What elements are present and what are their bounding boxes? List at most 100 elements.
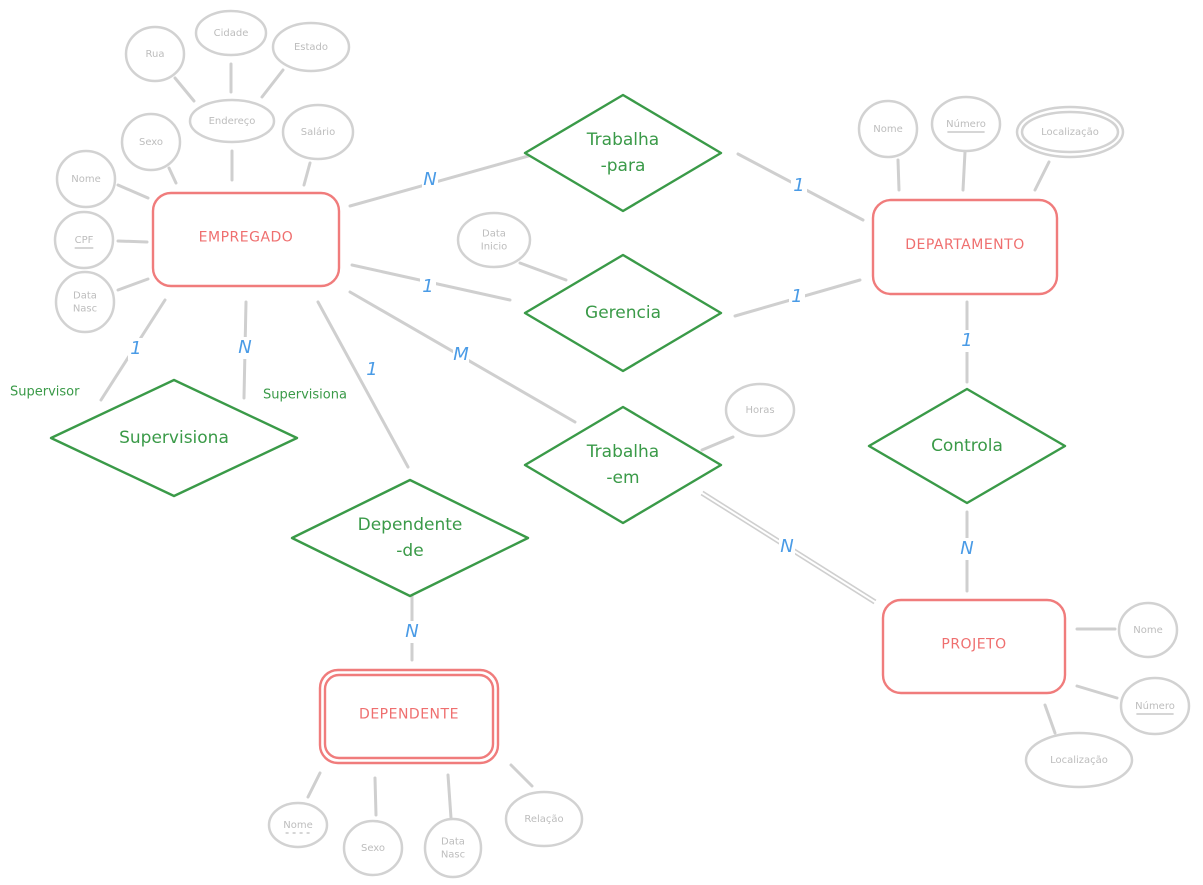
attribute-ellipse (724, 382, 796, 438)
cardinality-label: 1 (791, 286, 802, 307)
entity-label: DEPARTAMENTO (905, 237, 1024, 253)
cardinality-emp-trabalha-em: M (453, 344, 469, 366)
attribute-emp-endereco[interactable]: Endereço (188, 98, 276, 144)
cardinality-background (791, 175, 807, 197)
connector-line (1033, 160, 1051, 192)
relationship-controla[interactable]: Controla (867, 387, 1067, 505)
relationship-label: Trabalha (586, 442, 659, 462)
attribute-label: Cidade (214, 28, 249, 39)
attribute-ellipse (342, 819, 404, 877)
connector-line (961, 150, 967, 192)
attribute-ellipse (857, 99, 919, 159)
entity-empregado[interactable]: EMPREGADO (151, 191, 341, 288)
relationship-dependente-de[interactable]: Dependente-de (290, 478, 530, 598)
cardinality-dep-gerencia: 1 (789, 286, 805, 308)
attribute-label: Nome (1133, 625, 1163, 636)
attribute-ellipse (188, 98, 276, 144)
attribute-emp-rua[interactable]: Rua (124, 25, 186, 83)
attribute-dep-nome[interactable]: Nome (857, 99, 919, 159)
attribute-ellipse (423, 817, 483, 879)
role-label-role-supervisiona: Supervisiona (263, 388, 347, 403)
cardinality-label: 1 (793, 175, 804, 196)
attribute-label: Horas (745, 405, 774, 416)
attribute-label: Sexo (139, 137, 163, 148)
attribute-emp-estado[interactable]: Estado (271, 21, 351, 73)
relationship-label: -de (396, 541, 423, 561)
relationship-supervisiona[interactable]: Supervisiona (49, 378, 299, 498)
cardinality-emp-dependente-de: 1 (364, 359, 380, 381)
attribute-label: Localização (1050, 755, 1108, 766)
connector-line (700, 435, 735, 452)
cardinality-background (453, 344, 469, 366)
attribute-ellipse (54, 270, 116, 334)
relationship-diamond (523, 405, 723, 525)
cardinality-label: 1 (422, 276, 433, 297)
attribute-label: Número (1135, 700, 1175, 712)
attribute-ellipse (271, 21, 351, 73)
attribute-ellipse (456, 211, 532, 269)
attribute-emp-sexo[interactable]: Sexo (120, 112, 182, 172)
attribute-emp-nome[interactable]: Nome (55, 149, 117, 209)
cardinality-background (959, 538, 975, 560)
attribute-emp-cidade[interactable]: Cidade (194, 9, 268, 57)
attribute-dep-numero[interactable]: Número (930, 95, 1002, 153)
connector-line (116, 277, 150, 292)
attribute-ellipse (120, 112, 182, 172)
attribute-proj-nome[interactable]: Nome (1117, 601, 1179, 659)
cardinality-background (404, 621, 420, 643)
attribute-label: Salário (301, 126, 335, 138)
connector-line (306, 771, 322, 799)
connector-line (896, 158, 901, 192)
relationship-diamond (49, 378, 299, 498)
connector-line (302, 161, 312, 187)
attribute-dep-localizacao[interactable]: Localização (1015, 105, 1125, 159)
attribute-label: Estado (294, 42, 328, 53)
relationship-label: Controla (931, 436, 1003, 456)
relationship-label: -em (606, 468, 639, 488)
nodes-layer: RuaCidadeEstadoEndereçoSexoSalárioNomeCP… (49, 9, 1191, 879)
cardinality-supervisor-side: 1 (128, 338, 144, 360)
attribute-proj-localizacao[interactable]: Localização (1024, 731, 1134, 789)
relationship-trabalha-em[interactable]: Trabalha -em (523, 405, 723, 525)
attribute-label: Inicio (481, 242, 507, 253)
cardinality-background (237, 337, 253, 359)
cardinality-label: N (405, 621, 418, 642)
cardinality-label: M (453, 344, 469, 365)
cardinality-label: N (238, 337, 251, 358)
attribute-dpd-relacao[interactable]: Relação (504, 790, 584, 848)
entity-departamento[interactable]: DEPARTAMENTO (871, 198, 1059, 296)
attribute-emp-cpf[interactable]: CPF (53, 210, 115, 270)
relationship-gerencia[interactable]: Gerencia (523, 253, 723, 373)
cardinality-dep-controla: 1 (959, 330, 975, 352)
role-label-role-supervisor: Supervisor (10, 385, 80, 400)
attribute-ellipse (55, 149, 117, 209)
cardinality-label: 1 (366, 359, 377, 380)
cardinality-background (128, 338, 144, 360)
attribute-ellipse (930, 95, 1002, 153)
relationship-diamond (290, 478, 530, 598)
cardinality-proj-controla: N (959, 538, 975, 560)
attribute-emp-salario[interactable]: Salário (281, 103, 355, 161)
entity-dependente[interactable]: DEPENDENTE (318, 668, 500, 765)
relationship-label: Supervisiona (119, 428, 229, 448)
connector-line (1075, 684, 1119, 700)
cardinality-background (959, 330, 975, 352)
connector-line (173, 76, 196, 103)
relationship-diamond (523, 93, 723, 213)
attribute-te-horas[interactable]: Horas (724, 382, 796, 438)
attribute-proj-numero[interactable]: Número (1119, 676, 1191, 736)
connector-line (446, 773, 453, 820)
cardinality-label: N (423, 169, 436, 190)
attribute-dpd-nome[interactable]: Nome (267, 801, 329, 849)
attribute-ellipse (504, 790, 584, 848)
attribute-label: Rua (146, 49, 165, 60)
attribute-dpd-sexo[interactable]: Sexo (342, 819, 404, 877)
entity-projeto[interactable]: PROJETO (881, 598, 1067, 695)
connector-line (116, 183, 150, 200)
relationship-trabalha-para[interactable]: Trabalha-para (523, 93, 723, 213)
